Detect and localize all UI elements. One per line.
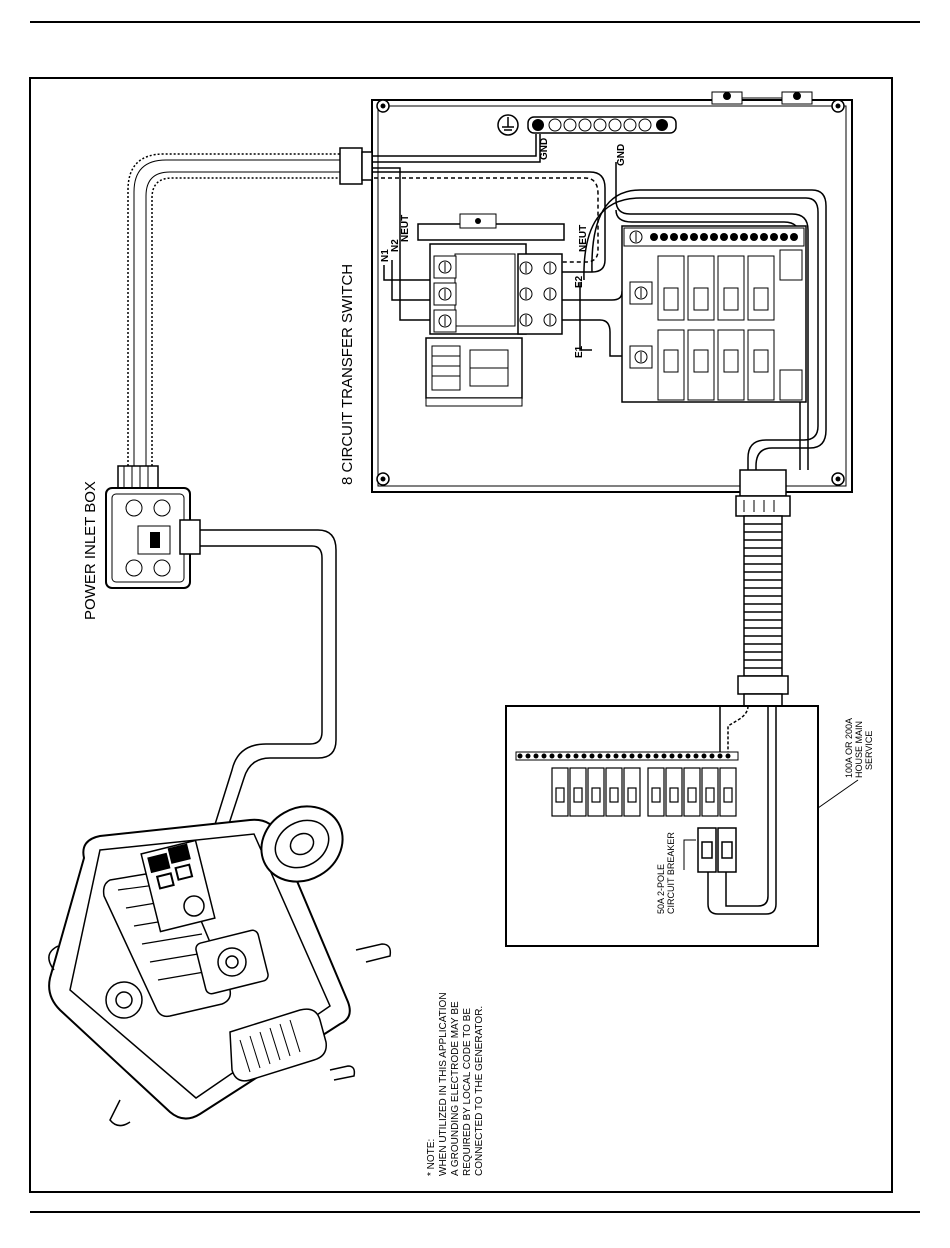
- svg-text:100A OR 200A: 100A OR 200A: [844, 718, 854, 778]
- svg-text:WHEN UTILIZED IN THIS APPLICAT: WHEN UTILIZED IN THIS APPLICATION: [438, 992, 449, 1176]
- svg-text:REQUIRED BY LOCAL CODE TO BE: REQUIRED BY LOCAL CODE TO BE: [462, 1008, 473, 1176]
- grounding-note: * NOTE: WHEN UTILIZED IN THIS APPLICATIO…: [426, 992, 485, 1176]
- e2-label: E2: [574, 275, 585, 288]
- gnd-top-label: GND: [539, 138, 550, 160]
- transfer-switch-label: 8 CIRCUIT TRANSFER SWITCH: [339, 264, 356, 485]
- ground-symbol-icon: [498, 115, 518, 135]
- inlet-conduit: [128, 148, 372, 470]
- svg-text:SERVICE: SERVICE: [864, 731, 874, 770]
- gnd-side-label: GND: [616, 144, 627, 166]
- power-inlet-box: [106, 466, 200, 588]
- house-service-label: 100A OR 200A HOUSE MAIN SERVICE: [844, 718, 874, 778]
- svg-text:* NOTE:: * NOTE:: [426, 1139, 437, 1176]
- power-inlet-box-label: POWER INLET BOX: [82, 481, 99, 620]
- e1-label: E1: [574, 345, 585, 358]
- ground-bar: [528, 117, 676, 133]
- neut-right-label: NEUT: [578, 225, 589, 252]
- generator: [49, 792, 390, 1126]
- house-main-panel: [506, 706, 858, 946]
- svg-text:A GROUNDING ELECTRODE MAY BE: A GROUNDING ELECTRODE MAY BE: [450, 1001, 461, 1176]
- panel-conduit: [736, 470, 790, 706]
- transfer-switch-enclosure: [360, 92, 852, 492]
- switch-load-center: [622, 226, 806, 402]
- svg-text:CONNECTED TO THE GENERATOR.: CONNECTED TO THE GENERATOR.: [474, 1006, 485, 1176]
- svg-text:CIRCUIT BREAKER: CIRCUIT BREAKER: [666, 832, 676, 914]
- svg-text:50A 2-POLE: 50A 2-POLE: [656, 864, 666, 914]
- neut-left-label: NEUT: [400, 215, 411, 242]
- svg-text:HOUSE MAIN: HOUSE MAIN: [854, 721, 864, 778]
